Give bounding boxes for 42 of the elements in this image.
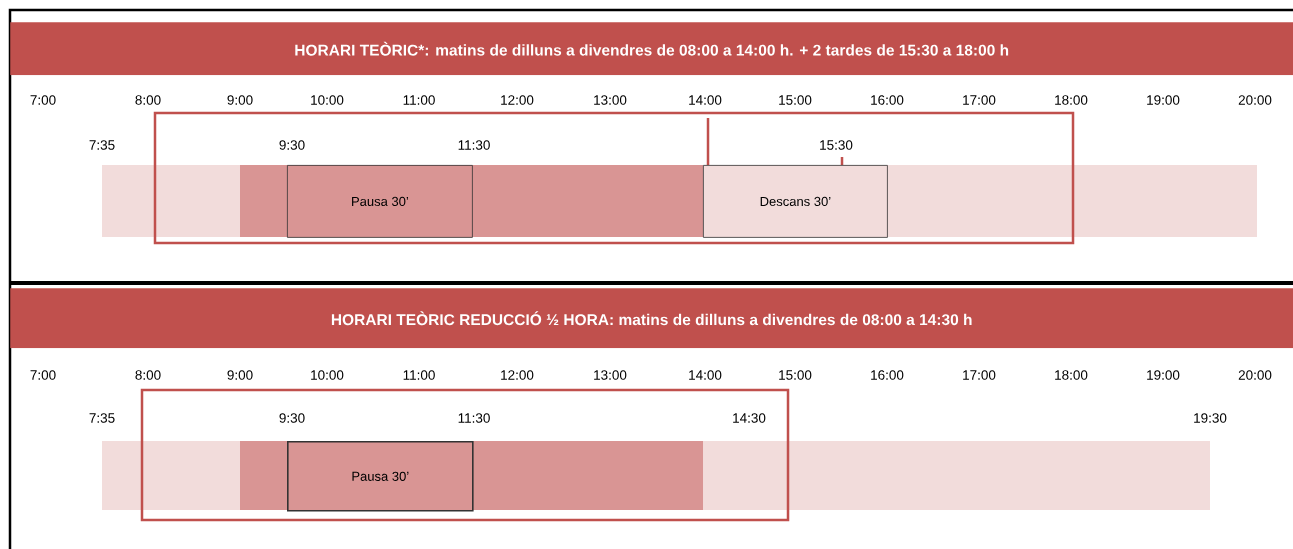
time-label: 11:30 (458, 413, 490, 423)
time-label: 9:00 (227, 370, 253, 380)
time-label: 9:30 (279, 413, 305, 423)
time-label: 7:35 (89, 140, 115, 150)
time-label: 18:00 (1055, 95, 1088, 105)
time-label: 10:00 (311, 95, 344, 105)
time-label: 15:00 (779, 370, 812, 380)
time-label: 7:00 (30, 370, 56, 380)
time-label: 16:00 (871, 95, 904, 105)
time-label: 18:00 (1055, 370, 1088, 380)
time-label: 13:00 (594, 370, 627, 380)
time-label: 13:00 (594, 95, 627, 105)
time-label: 10:00 (311, 370, 344, 380)
time-label: 19:00 (1147, 370, 1180, 380)
time-label: 11:30 (458, 140, 490, 150)
time-label: 9:30 (279, 140, 305, 150)
pause-box: Descans 30’ (703, 165, 888, 238)
time-label: 15:30 (820, 140, 853, 150)
time-label: 11:00 (403, 370, 435, 380)
time-label: 14:30 (733, 413, 766, 423)
time-label: 15:00 (779, 95, 812, 105)
time-label: 8:00 (135, 370, 161, 380)
time-label: 7:00 (30, 95, 56, 105)
time-label: 16:00 (871, 370, 904, 380)
time-label: 20:00 (1238, 95, 1272, 105)
time-label: 19:30 (1194, 413, 1227, 423)
time-label: 9:00 (227, 95, 253, 105)
time-label: 8:00 (135, 95, 161, 105)
header-band: HORARI TEÒRIC REDUCCIÓ ½ HORA: matins de dilluns a divendres de 08:00 a 14:30 h (10, 288, 1293, 349)
time-label: 17:00 (963, 370, 996, 380)
time-label: 12:00 (501, 370, 534, 380)
pause-box: Pausa 30’ (287, 441, 474, 512)
time-label: 19:00 (1147, 95, 1180, 105)
time-label: 20:00 (1238, 370, 1272, 380)
pause-box: Pausa 30’ (287, 165, 473, 238)
time-label: 14:00 (689, 370, 722, 380)
time-label: 7:35 (89, 413, 115, 423)
header-band: HORARI TEÒRIC*: matins de dilluns a divendres de 08:00 a 14:00 h. + 2 tardes de 15:30 a 18:00 h (10, 22, 1293, 76)
time-label: 17:00 (963, 95, 996, 105)
time-label: 11:00 (403, 95, 435, 105)
time-label: 12:00 (501, 95, 534, 105)
time-label: 14:00 (689, 95, 722, 105)
